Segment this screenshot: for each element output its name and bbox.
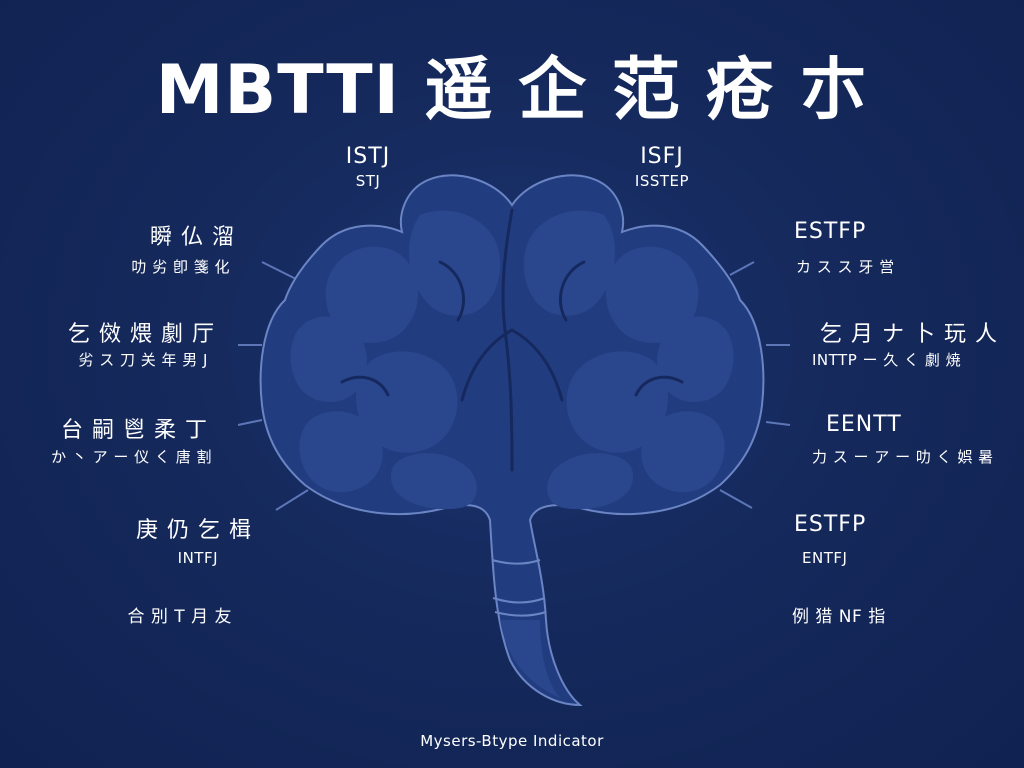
brain-left-lobes	[290, 210, 501, 510]
top-left-subtype: STJ	[355, 172, 381, 190]
right-item-3-title: EENTT	[826, 412, 902, 437]
lobe	[547, 453, 634, 510]
segment	[494, 611, 547, 617]
right-item-2-subtitle: INTTP ー 久 く 劇 焼	[812, 351, 962, 369]
right-item-2-title: 乞 月 ナ 卜 玩 人	[820, 322, 998, 347]
fold	[460, 328, 514, 402]
left-item-3-title: 台 嗣 鬯 柔 丁	[61, 418, 208, 443]
left-item-4-title: 庚 仍 乞 楫	[136, 518, 252, 543]
connector-line	[765, 421, 791, 426]
segment	[491, 559, 541, 565]
left-item-4-subtitle: INTFJ	[177, 549, 218, 567]
left-item-2-subtitle: 劣 ス 刀 关 年 男 J	[78, 351, 208, 369]
left-item-2-title: 乞 傚 煨 劇 厅	[68, 322, 215, 347]
connector-line	[261, 261, 299, 281]
fold	[438, 260, 466, 322]
brainstem-tail	[500, 620, 560, 698]
fold	[634, 375, 684, 397]
top-right-type: ISFJ	[640, 144, 684, 169]
left-item-5-title: 合 別 T 月 友	[127, 607, 232, 627]
lobe	[390, 453, 477, 510]
fold	[501, 208, 514, 472]
left-item-1-title: 瞬 仏 溜	[150, 225, 235, 250]
right-item-3-subtitle: 力 ス ー ア ー 叻 く 娯 暑	[812, 448, 994, 466]
connector-line	[237, 419, 263, 426]
lobe	[299, 411, 383, 493]
right-item-5-title: 例 猎 NF 指	[792, 607, 886, 627]
right-item-1-title: ESTFP	[794, 219, 867, 244]
left-connector-lines	[237, 261, 309, 511]
connector-line	[719, 489, 753, 509]
lobe	[523, 210, 615, 316]
left-item-1-subtitle: 叻 劣 卽 箋 化	[131, 258, 230, 276]
brain-folds	[340, 208, 684, 472]
lobe	[409, 210, 501, 316]
lobe	[605, 246, 699, 343]
right-item-1-subtitle: カ ス ス 牙 営	[796, 258, 895, 276]
connector-line	[275, 489, 309, 511]
lobe	[355, 351, 458, 453]
lobe	[641, 411, 725, 493]
brainstem-segments	[491, 559, 547, 617]
top-right-subtype: ISSTEP	[634, 172, 690, 190]
right-item-4-subtitle: ENTFJ	[802, 549, 848, 567]
connector-line	[729, 261, 755, 276]
segment	[492, 597, 546, 604]
fold	[510, 328, 564, 402]
left-item-3-subtitle: か 丶 ア ー 仪 く 唐 割	[51, 448, 212, 466]
top-left-type: ISTJ	[345, 144, 391, 169]
lobe	[566, 351, 669, 453]
footer-caption: Mysers-Btype Indicator	[420, 732, 604, 750]
right-connector-lines	[719, 261, 791, 509]
fold	[340, 375, 390, 397]
fold	[558, 260, 586, 322]
right-item-4-title: ESTFP	[794, 512, 867, 537]
lobe	[325, 246, 419, 343]
page-title: MBTTI 遥 企 范 疮 朩	[155, 51, 869, 130]
